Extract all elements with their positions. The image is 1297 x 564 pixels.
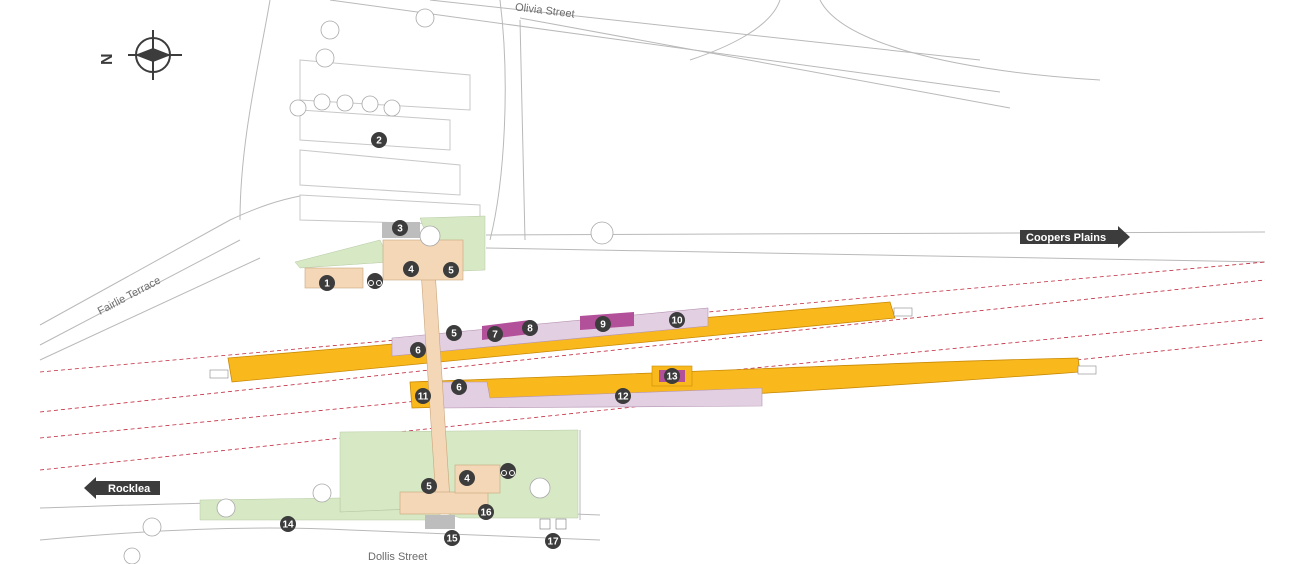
marker-badge xyxy=(487,326,503,342)
marker-5: 5 xyxy=(443,262,459,278)
footbridge xyxy=(304,222,501,529)
marker-16: 16 xyxy=(478,504,494,520)
marker-badge xyxy=(451,379,467,395)
marker-label: 6 xyxy=(456,383,462,394)
marker-badge xyxy=(280,516,296,532)
marker-label: 14 xyxy=(282,520,294,531)
marker-badge xyxy=(319,275,335,291)
street-label-fairlie: Fairlie Terrace xyxy=(96,274,163,317)
marker-label: 4 xyxy=(408,265,414,276)
marker-label: 11 xyxy=(418,392,429,403)
marker-7: 7 xyxy=(487,326,503,342)
marker-label: 4 xyxy=(464,474,470,485)
marker-1: 1 xyxy=(319,275,335,291)
marker-badge xyxy=(669,312,685,328)
marker-label: 5 xyxy=(426,482,432,493)
marker-badge xyxy=(522,320,538,336)
marker-5: 5 xyxy=(421,478,437,494)
direction-coopers-plains: Coopers Plains xyxy=(1020,226,1130,248)
marker-label: 7 xyxy=(492,330,498,341)
marker-2: 2 xyxy=(371,132,387,148)
marker-15: 15 xyxy=(444,530,460,546)
marker-label: 5 xyxy=(448,266,454,277)
compass-letter: N xyxy=(99,53,116,65)
direction-rocklea: Rocklea xyxy=(84,477,160,499)
marker-badge xyxy=(421,478,437,494)
marker-4: 4 xyxy=(459,470,475,486)
marker-label: 15 xyxy=(446,534,458,545)
marker-label: 10 xyxy=(671,316,683,327)
direction-label-south: Rocklea xyxy=(108,483,151,495)
tree-icons xyxy=(123,8,614,564)
marker-badge xyxy=(403,261,419,277)
marker-9: 9 xyxy=(595,316,611,332)
marker-label: 6 xyxy=(415,346,421,357)
platform-2 xyxy=(409,357,1097,409)
marker-badge xyxy=(664,368,680,384)
marker-label: 13 xyxy=(666,372,678,383)
marker-badge xyxy=(478,504,494,520)
marker-17: 17 xyxy=(545,533,561,549)
marker-badge xyxy=(443,262,459,278)
marker-label: 17 xyxy=(547,537,559,548)
marker-8: 8 xyxy=(522,320,538,336)
marker-10: 10 xyxy=(669,312,685,328)
marker-badge xyxy=(444,530,460,546)
marker-badge xyxy=(595,316,611,332)
marker-badge xyxy=(392,220,408,236)
marker-badge xyxy=(545,533,561,549)
street-label-olivia: Olivia Street xyxy=(514,1,575,20)
marker-badge xyxy=(410,342,426,358)
marker-6: 6 xyxy=(451,379,467,395)
marker-13: 13 xyxy=(664,368,680,384)
marker-12: 12 xyxy=(615,388,631,404)
street-lines xyxy=(39,0,1266,541)
compass-icon: N xyxy=(99,30,182,80)
marker-11: 11 xyxy=(415,388,431,404)
marker-badge xyxy=(446,325,462,341)
marker-badge xyxy=(415,388,431,404)
marker-label: 12 xyxy=(617,392,629,403)
rail-corridor xyxy=(39,261,1266,471)
marker-4: 4 xyxy=(403,261,419,277)
car-park xyxy=(299,59,481,226)
marker-label: 16 xyxy=(480,508,492,519)
marker-label: 1 xyxy=(324,279,330,290)
marker-badge xyxy=(371,132,387,148)
marker-3: 3 xyxy=(392,220,408,236)
bicycle-icon xyxy=(500,463,516,479)
marker-label: 2 xyxy=(376,136,382,147)
accessible-parking-icons xyxy=(539,518,567,530)
street-label-dollis: Dollis Street xyxy=(368,551,427,563)
marker-6: 6 xyxy=(410,342,426,358)
marker-label: 3 xyxy=(397,224,403,235)
bicycle-icon xyxy=(367,273,383,289)
marker-badge xyxy=(459,470,475,486)
marker-label: 9 xyxy=(600,320,606,331)
marker-label: 5 xyxy=(451,329,457,340)
marker-5: 5 xyxy=(446,325,462,341)
direction-label-north: Coopers Plains xyxy=(1026,232,1106,244)
marker-badge xyxy=(615,388,631,404)
marker-14: 14 xyxy=(280,516,296,532)
marker-label: 8 xyxy=(527,324,533,335)
